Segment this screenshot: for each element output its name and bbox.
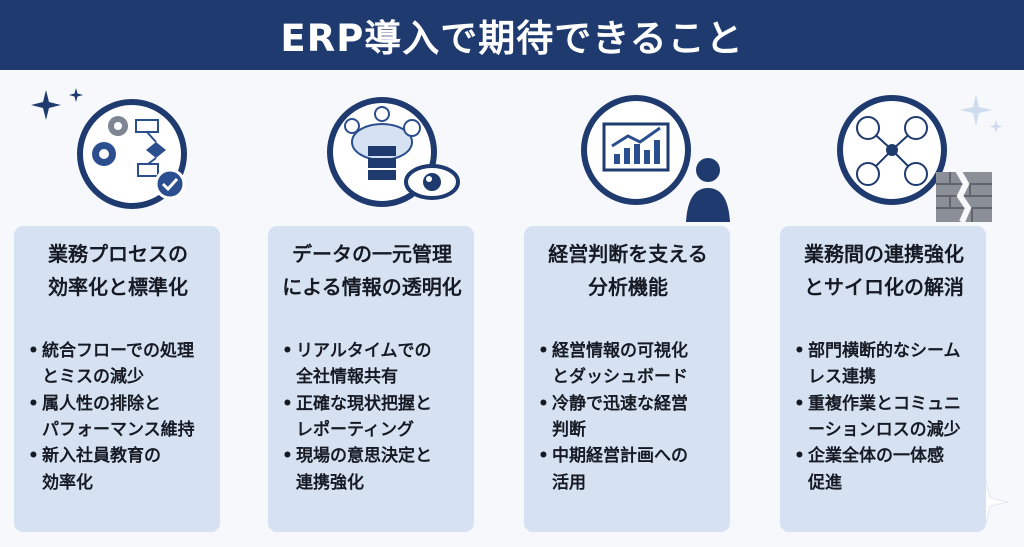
list-item: 経営情報の可視化 とダッシュボード	[538, 338, 718, 391]
list-item: 現場の意思決定と 連携強化	[282, 443, 462, 496]
list-item: リアルタイムでの 全社情報共有	[282, 338, 462, 391]
bullet-list: 統合フローでの処理 とミスの減少 属人性の排除と パフォーマンス維持 新入社員教…	[28, 338, 208, 496]
list-item: 属人性の排除と パフォーマンス維持	[28, 391, 208, 444]
card-process-efficiency: 業務プロセスの 効率化と標準化 統合フローでの処理 とミスの減少 属人性の排除と…	[14, 226, 220, 532]
card-title: 業務間の連携強化 とサイロ化の解消	[804, 242, 964, 299]
list-item: 正確な現状把握と レポーティング	[282, 391, 462, 444]
list-item: 企業全体の一体感 促進	[794, 443, 974, 496]
list-item: 部門横断的なシーム レス連携	[794, 338, 974, 391]
card-title: 経営判断を支える 分析機能	[548, 242, 708, 299]
bullet-list: 部門横断的なシーム レス連携 重複作業とコミュニ ーションロスの減少 企業全体の…	[794, 338, 974, 496]
list-item: 冷静で迅速な経営 判断	[538, 391, 718, 444]
list-item: 統合フローでの処理 とミスの減少	[28, 338, 208, 391]
card-collaboration: 業務間の連携強化 とサイロ化の解消 部門横断的なシーム レス連携 重複作業とコミ…	[780, 226, 986, 532]
card-data-transparency: データの一元管理 による情報の透明化 リアルタイムでの 全社情報共有 正確な現状…	[268, 226, 474, 532]
sparkle-icon	[960, 94, 1003, 133]
gears-flowchart-check-icon	[77, 99, 187, 209]
illustration-data	[282, 84, 482, 234]
sparkle-icon	[31, 88, 83, 120]
cloud-server-eye-icon	[327, 97, 460, 207]
illustration-collaboration	[800, 84, 1000, 234]
card-analysis: 経営判断を支える 分析機能 経営情報の可視化 とダッシュボード 冷静で迅速な経営…	[524, 226, 730, 532]
illustration-analysis	[540, 84, 740, 234]
page-title: ERP導入で期待できること	[280, 17, 744, 60]
connected-departments-wall-icon	[837, 95, 992, 224]
card-title: 業務プロセスの 効率化と標準化	[48, 242, 188, 299]
bullet-list: リアルタイムでの 全社情報共有 正確な現状把握と レポーティング 現場の意思決定…	[282, 338, 462, 496]
list-item: 新入社員教育の 効率化	[28, 443, 208, 496]
card-title: データの一元管理 による情報の透明化	[282, 242, 462, 299]
bullet-list: 経営情報の可視化 とダッシュボード 冷静で迅速な経営 判断 中期経営計画への 活…	[538, 338, 718, 496]
list-item: 重複作業とコミュニ ーションロスの減少	[794, 391, 974, 444]
list-item: 中期経営計画への 活用	[538, 443, 718, 496]
dashboard-analyst-icon	[581, 95, 730, 222]
title-banner: ERP導入で期待できること	[0, 0, 1024, 70]
illustration-process	[28, 84, 228, 234]
